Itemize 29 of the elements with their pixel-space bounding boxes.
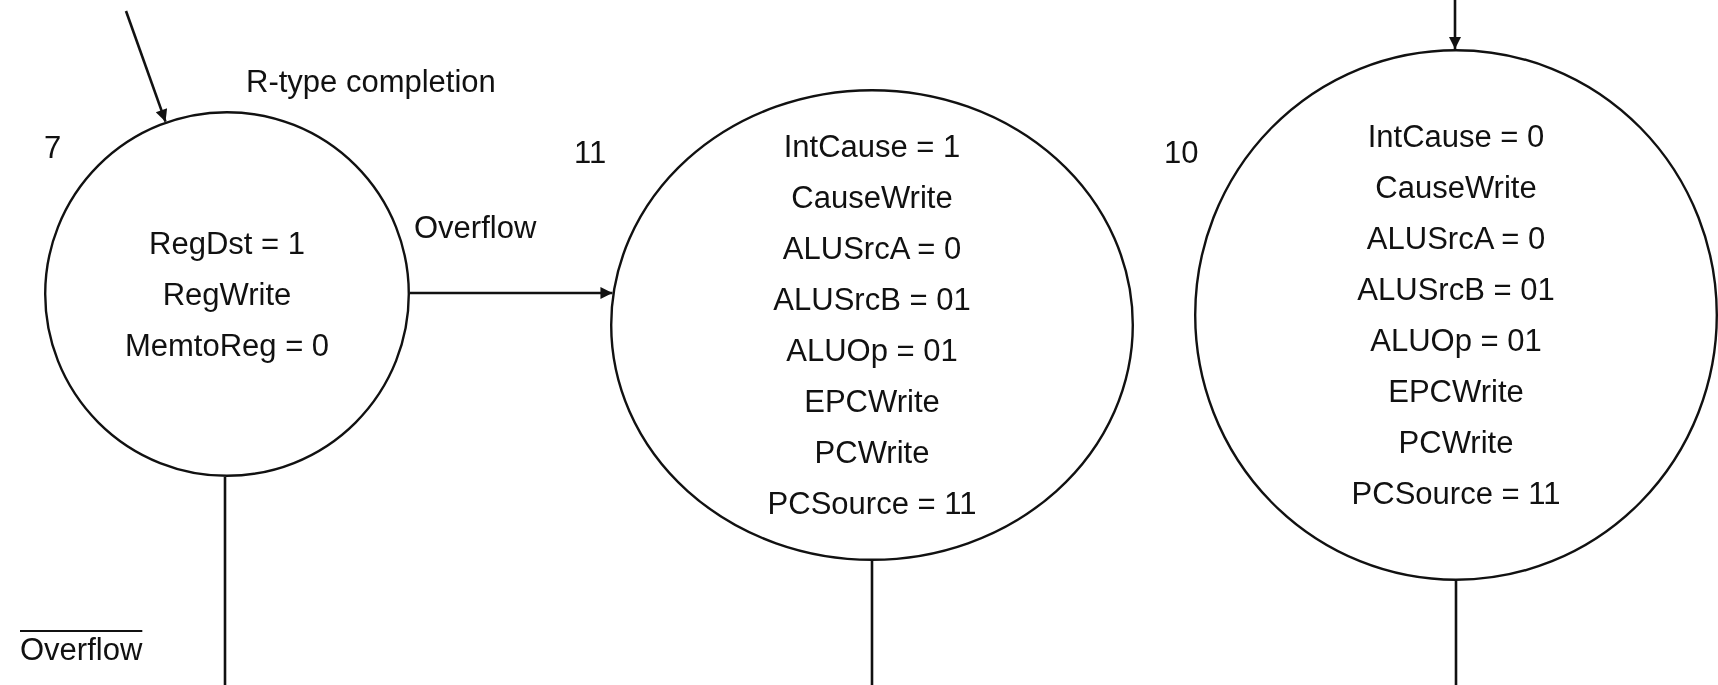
control-signal: CauseWrite: [1375, 169, 1537, 207]
control-signal: RegDst = 1: [149, 224, 305, 263]
transition-line: [1454, 581, 1458, 685]
control-signal: ALUSrcB = 01: [1357, 271, 1555, 309]
control-signal: ALUSrcA = 0: [782, 230, 962, 268]
control-signal: PCSource = 11: [767, 485, 977, 523]
control-signal: IntCause = 0: [1367, 118, 1545, 156]
control-signal: PCWrite: [1398, 424, 1514, 462]
state-number: 11: [574, 135, 607, 171]
transition-line: [223, 477, 227, 685]
control-signal: EPCWrite: [1388, 373, 1524, 411]
control-signal: MemtoReg = 0: [124, 326, 330, 365]
control-signal: CauseWrite: [791, 179, 953, 217]
control-signal: PCSource = 11: [1351, 475, 1561, 513]
control-signal: ALUSrcB = 01: [773, 281, 971, 319]
control-signal: RegWrite: [162, 275, 292, 314]
transition-arrow: [124, 10, 168, 123]
state-number: 10: [1164, 135, 1199, 171]
control-signal: IntCause = 1: [783, 128, 961, 166]
transition-arrow: [410, 287, 613, 299]
state-number: 7: [44, 130, 62, 166]
control-signal: ALUOp = 01: [786, 332, 958, 370]
transition-line: [870, 561, 874, 685]
control-signal: EPCWrite: [804, 383, 940, 421]
control-signal: ALUOp = 01: [1370, 322, 1542, 360]
state-name: R-type completion: [246, 64, 496, 100]
control-signal: ALUSrcA = 0: [1366, 220, 1546, 258]
transition-arrow: [1449, 0, 1461, 49]
control-signal: PCWrite: [814, 434, 930, 472]
